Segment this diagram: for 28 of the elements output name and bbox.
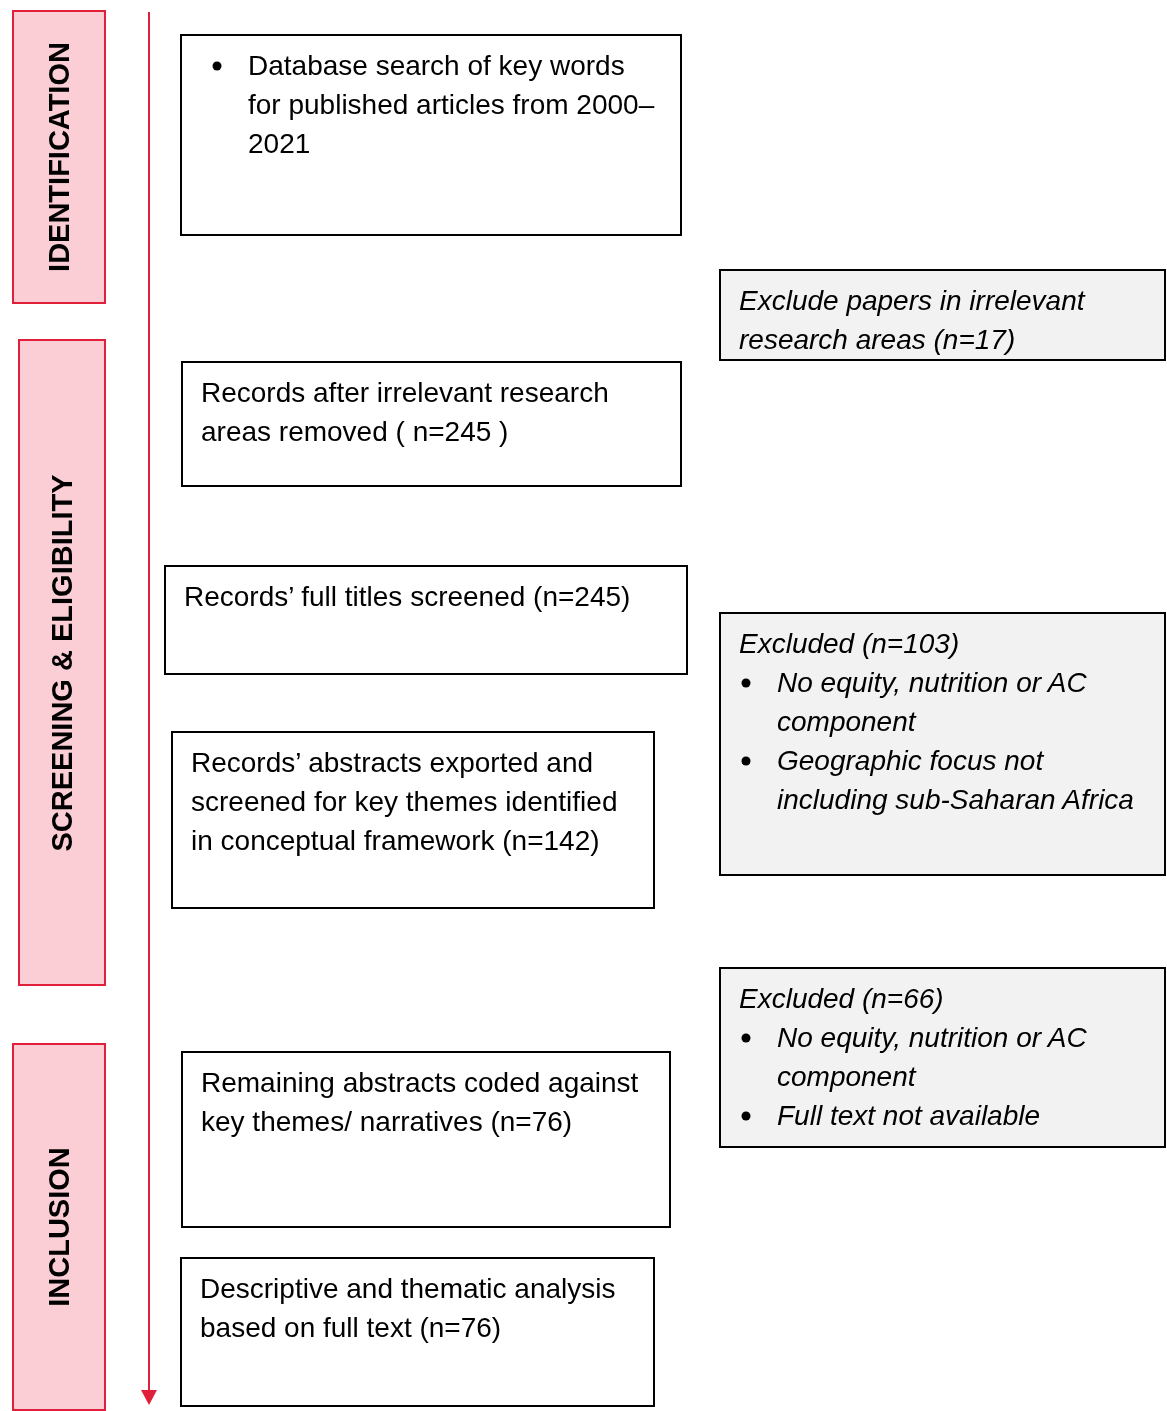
box-text: Records’ full titles screened (n=245) [184, 580, 632, 614]
process-box [181, 361, 682, 487]
process-box [180, 34, 682, 236]
box-text: Descriptive and thematic analysis based on full text (n=76) [200, 1272, 617, 1345]
process-box [719, 967, 1166, 1148]
process-box [164, 565, 688, 675]
box-text: Remaining abstracts coded against key themes/ narratives (n=76) [201, 1066, 640, 1139]
box-text: Records’ abstracts exported and screened for key themes identified in conceptual framework (n=142) [191, 746, 619, 858]
process-box [171, 731, 655, 909]
process-box [181, 1051, 671, 1228]
phase-band [12, 10, 106, 304]
phase-label: IDENTIFICATION [42, 42, 76, 272]
phase-band [18, 339, 106, 986]
process-box [719, 269, 1166, 361]
phase-band [12, 1043, 106, 1411]
box-text: Exclude papers in irrelevant research areas (n=17) [739, 284, 1087, 357]
bullet-item: Full text not available [777, 1100, 1041, 1131]
box-heading: Excluded (n=66) [739, 982, 945, 1016]
bullet-item: Database search of key words for published articles from 2000–2021 [248, 50, 655, 159]
phase-label: INCLUSION [42, 1147, 76, 1307]
box-heading: Excluded (n=103) [739, 627, 961, 661]
process-box [180, 1257, 655, 1407]
bullet-item: No equity, nutrition or AC component [777, 667, 1087, 737]
phase-label: SCREENING & ELIGIBILITY [45, 474, 79, 851]
bullet-item: Geographic focus not including sub-Saharan Africa [777, 745, 1134, 815]
process-box [719, 612, 1166, 876]
bullet-item: No equity, nutrition or AC component [777, 1022, 1087, 1092]
box-text: Records after irrelevant research areas removed ( n=245 ) [201, 376, 610, 449]
